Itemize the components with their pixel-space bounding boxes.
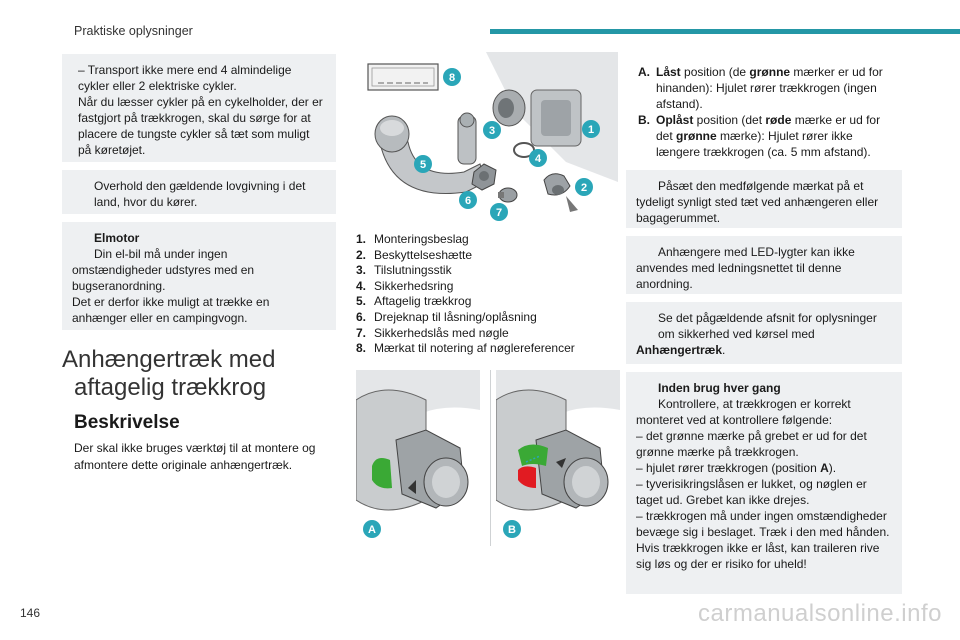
warning-box-led: Anhængere med LED-lygter kan ikke anvend… — [626, 236, 902, 294]
badge-4: 4 — [529, 149, 547, 167]
description-text: Der skal ikke bruges værktøj til at mont… — [74, 441, 316, 472]
green-mark-icon — [372, 458, 392, 489]
mounting-bracket-icon — [530, 89, 582, 147]
legend-item: 6.Drejeknap til låsning/oplåsning — [356, 309, 537, 324]
legend-item: 3.Tilslutningsstik — [356, 263, 452, 278]
svg-text:2: 2 — [581, 182, 587, 194]
svg-text:3: 3 — [489, 125, 495, 137]
security-lock-key-icon — [498, 187, 518, 203]
section-title: Anhængertræk med aftagelig trækkrog — [62, 346, 332, 402]
page-number: 146 — [20, 606, 41, 620]
info-line: om sikkerhed ved kørsel med — [658, 327, 815, 341]
figure-divider — [490, 370, 491, 546]
watermark: carmanualsonline.info — [698, 600, 942, 627]
warning-line: Anhængere med LED-lygter kan ikke — [658, 245, 855, 259]
svg-text:5: 5 — [420, 159, 426, 171]
red-mark-icon — [518, 466, 536, 488]
badge-2: 2 — [575, 178, 593, 196]
warning-box-before-use: Inden brug hver gang Kontrollere, at træ… — [626, 372, 902, 594]
warning-title: Inden brug hver gang — [658, 381, 781, 395]
position-list: A. Låst position (de grønne mærker er ud… — [638, 64, 898, 160]
note-line: – Transport ikke mere end 4 almindelige — [78, 63, 292, 77]
warning-text: Overhold den gældende lovgivning i det l… — [94, 179, 306, 209]
warning-bullet: – tyverisikringslåsen er lukket, og nøgl… — [636, 477, 867, 507]
badge-3: 3 — [483, 121, 501, 139]
svg-text:A: A — [368, 524, 376, 536]
info-line: Se det pågældende afsnit for oplysninger — [658, 311, 877, 325]
tow-hook-icon — [374, 112, 487, 194]
warning-line: Hvis trækkrogen ikke er låst, kan traile… — [636, 541, 880, 571]
svg-text:1: 1 — [588, 124, 594, 136]
warning-line: anvendes med ledningsnettet til denne an… — [636, 261, 842, 291]
note-line: Når du læsser cykler på en cykelholder, … — [78, 95, 323, 157]
info-icon — [74, 232, 84, 254]
info-line: Anhængertræk. — [636, 343, 726, 357]
info-line: Det er derfor ikke muligt at trække en a… — [72, 295, 270, 325]
warning-icon — [77, 180, 87, 202]
info-line: omstændigheder udstyres med en bugserano… — [72, 263, 255, 293]
locked-position-figure: A — [356, 370, 480, 538]
info-line: tydeligt synligt sted tæt ved anhængeren… — [636, 195, 879, 225]
info-icon — [638, 312, 648, 334]
protective-cap-icon — [543, 173, 578, 212]
badge-1: 1 — [582, 120, 600, 138]
legend-item: 2.Beskyttelseshætte — [356, 247, 473, 262]
position-item-b: B. Oplåst position (det røde mærke er ud… — [638, 113, 881, 159]
label-A: A — [363, 520, 381, 538]
info-line: Påsæt den medfølgende mærkat på et — [658, 179, 864, 193]
info-line: Din el-bil må under ingen — [94, 247, 228, 261]
warning-icon — [641, 382, 651, 404]
warning-bullet: – trækkrogen må under ingen omstændighed… — [636, 509, 890, 539]
legend-item: 5.Aftagelig trækkrog — [356, 294, 472, 309]
warning-icon — [641, 246, 651, 268]
svg-text:4: 4 — [535, 153, 542, 165]
warning-line: Kontrollere, at trækkrogen er korrekt — [658, 397, 851, 411]
info-box-towing-safety: Se det pågældende afsnit for oplysninger… — [626, 302, 902, 364]
section-title-line2: aftagelig trækkrog — [74, 374, 267, 401]
note-line: cykler eller 2 elektriske cykler. — [78, 79, 237, 93]
warning-line: monteret ved at kontrollere følgende: — [636, 413, 833, 427]
legend-item: 4.Sikkerhedsring — [356, 278, 454, 293]
info-icon — [638, 180, 648, 202]
warning-box-legislation: Overhold den gældende lovgivning i det l… — [62, 170, 336, 214]
info-box-sticker: Påsæt den medfølgende mærkat på et tydel… — [626, 170, 902, 228]
connector-socket-icon — [492, 89, 526, 127]
svg-text:6: 6 — [465, 195, 471, 207]
position-item-a: A. Låst position (de grønne mærker er ud… — [638, 65, 883, 111]
header-accent-bar — [490, 29, 960, 34]
svg-text:7: 7 — [496, 207, 502, 219]
badge-5: 5 — [414, 155, 432, 173]
warning-bullet: – det grønne mærke på grebet er ud for d… — [636, 429, 867, 459]
svg-text:B: B — [508, 524, 516, 536]
section-title-line1: Anhængertræk med — [62, 346, 276, 373]
warning-bullet: – hjulet rører trækkrogen (position A). — [636, 461, 837, 475]
subsection-title: Beskrivelse — [74, 412, 180, 433]
label-B: B — [503, 520, 521, 538]
legend-item: 7.Sikkerhedslås med nøgle — [356, 325, 509, 340]
parts-legend: 1.Monteringsbeslag 2.Beskyttelseshætte 3… — [356, 232, 616, 357]
green-mark-icon — [518, 444, 548, 466]
key-reference-label-icon — [367, 63, 439, 91]
locking-knob-icon — [471, 163, 497, 191]
badge-7: 7 — [490, 203, 508, 221]
header-title: Praktiske oplysninger — [74, 24, 193, 38]
legend-item: 1.Monteringsbeslag — [356, 232, 469, 246]
note-box-bicycles: – Transport ikke mere end 4 almindelige … — [62, 54, 336, 162]
legend-item: 8.Mærkat til notering af nøglereferencer — [356, 341, 575, 356]
badge-6: 6 — [459, 191, 477, 209]
info-title: Elmotor — [94, 231, 140, 245]
info-box-electric-motor: Elmotor Din el-bil må under ingen omstæn… — [62, 222, 336, 330]
badge-8: 8 — [443, 68, 461, 86]
unlocked-position-figure: B — [496, 370, 620, 538]
svg-text:8: 8 — [449, 72, 455, 84]
towbar-parts-figure: 8 3 1 5 4 2 6 7 — [356, 52, 618, 222]
